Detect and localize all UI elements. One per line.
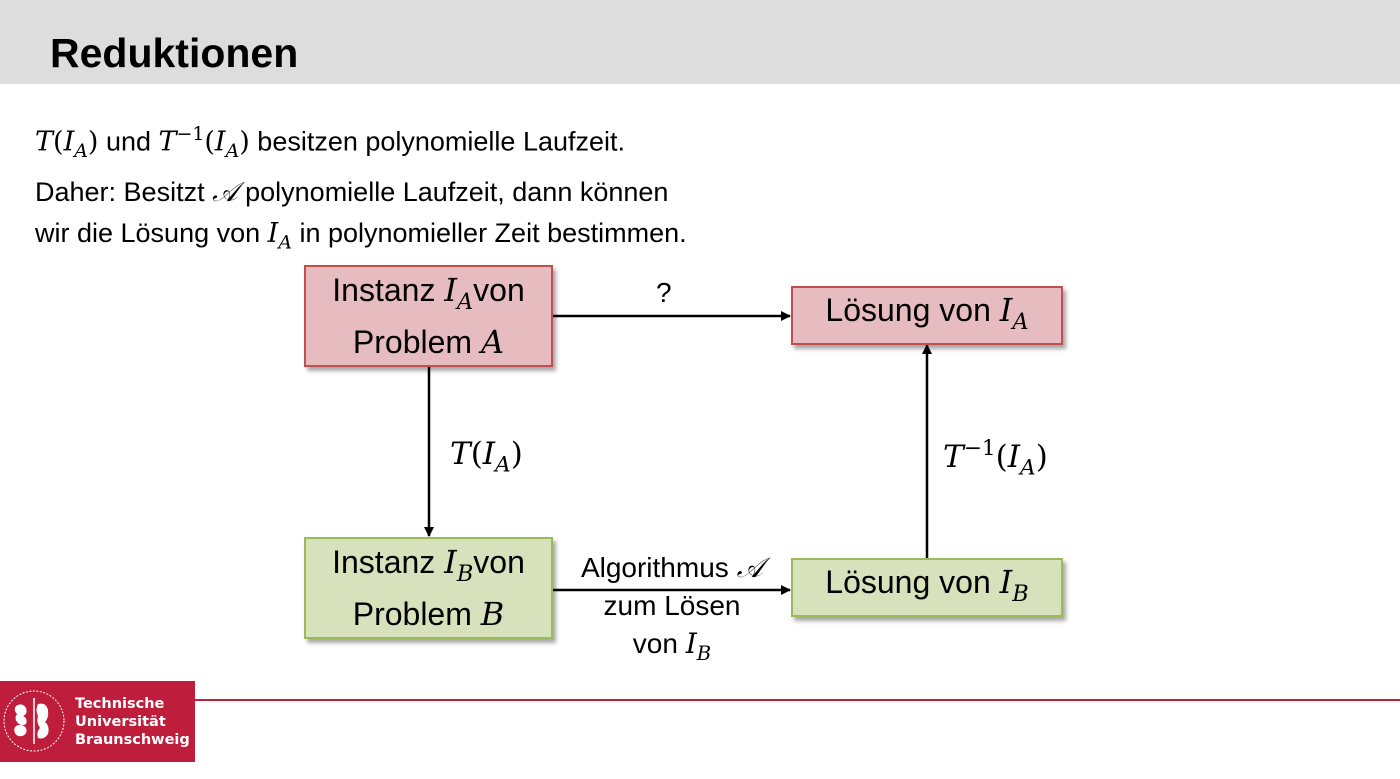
box-solution-b: Lösung von IB: [791, 558, 1063, 617]
edge-label-transform: T(IA): [450, 436, 523, 478]
box-solution-a: Lösung von IA: [791, 286, 1063, 345]
slide-title: Reduktionen: [50, 30, 299, 76]
slide-body-text: T(IA) und T−1(IA) besitzen polynomielle …: [35, 114, 935, 264]
box-instance-b-line1: Instanz IBvon: [332, 543, 525, 587]
footer-divider: [195, 699, 1400, 701]
body-line-3: wir die Lösung von IA in polynomieller Z…: [35, 218, 687, 254]
slide-header: Reduktionen: [0, 0, 1400, 84]
university-seal-icon: [3, 690, 65, 752]
university-name: Technische Universität Braunschweig: [75, 696, 190, 748]
edge-label-inverse: T−1(IA): [943, 436, 1048, 481]
box-instance-a-line1: Instanz IAvon: [332, 271, 525, 315]
edge-label-algorithm: Algorithmus 𝒜 zum Lösen von IB: [580, 551, 764, 665]
body-line-1: T(IA) und T−1(IA) besitzen polynomielle …: [35, 123, 626, 162]
edge-label-question: ?: [656, 277, 672, 308]
box-instance-b: Instanz IBvon Problem B: [304, 537, 553, 639]
university-logo: Technische Universität Braunschweig: [0, 681, 195, 762]
box-instance-b-line2: Problem B: [352, 594, 505, 633]
box-instance-a: Instanz IAvon Problem A: [304, 265, 553, 367]
body-line-2: Daher: Besitzt 𝒜 polynomielle Laufzeit, …: [35, 177, 669, 208]
box-instance-a-line2: Problem A: [352, 322, 505, 361]
